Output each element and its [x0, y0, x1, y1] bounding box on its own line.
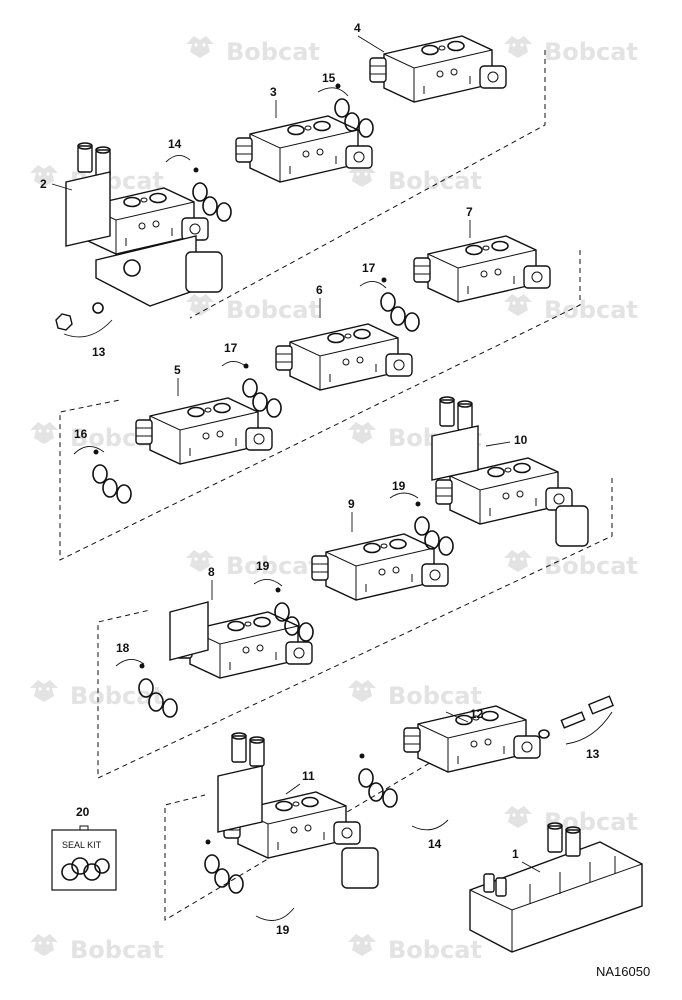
- callout-19: 19: [276, 923, 290, 937]
- bobcat-logo-icon: [348, 934, 376, 956]
- callout-17: 17: [362, 261, 376, 275]
- bobcat-logo-icon: [30, 934, 58, 956]
- callout-14: 14: [168, 137, 182, 151]
- valve-section-8: [169, 601, 313, 679]
- watermark-text: Bobcat: [226, 552, 320, 580]
- callout-17: 17: [224, 341, 238, 355]
- callout-1: 1: [512, 847, 519, 861]
- bobcat-logo-icon: [504, 294, 532, 316]
- callout-6: 6: [316, 283, 323, 297]
- leader-lines: [51, 35, 613, 921]
- watermark-text: Bobcat: [544, 552, 638, 580]
- bobcat-logo-icon: [504, 550, 532, 572]
- watermark-text: Bobcat: [544, 296, 638, 324]
- valve-section-10: [431, 396, 589, 547]
- callout-13: 13: [586, 747, 600, 761]
- valve-section-7: [413, 235, 551, 303]
- callout-19: 19: [256, 559, 270, 573]
- valve-inlet-section-2: [65, 142, 223, 307]
- complete-valve-assembly: [469, 822, 643, 953]
- seal-kit-box: 20 SEAL KIT: [51, 805, 117, 891]
- callout-11: 11: [302, 769, 315, 783]
- o-ring-set: [358, 752, 398, 808]
- valve-section-5: [135, 397, 273, 465]
- nut-and-washer: [55, 302, 104, 331]
- diagram-code: NA16050: [596, 964, 650, 979]
- bobcat-logo-icon: [504, 806, 532, 828]
- callout-10: 10: [514, 433, 528, 447]
- callout-15: 15: [322, 71, 336, 85]
- watermark-text: Bobcat: [388, 936, 482, 964]
- o-ring-set: [92, 448, 132, 504]
- bobcat-logo-icon: [504, 36, 532, 58]
- o-ring-set: [192, 166, 232, 222]
- callout-5: 5: [174, 363, 181, 377]
- o-ring-set: [380, 276, 420, 332]
- callout-12: 12: [470, 707, 484, 721]
- watermark-text: Bobcat: [70, 936, 164, 964]
- valve-section-9: [311, 533, 449, 601]
- bobcat-logo-icon: [186, 294, 214, 316]
- seal-kit-number: 20: [76, 805, 90, 819]
- callout-2: 2: [40, 177, 47, 191]
- callout-19: 19: [392, 479, 406, 493]
- callout-9: 9: [348, 497, 355, 511]
- callout-4: 4: [354, 21, 361, 35]
- valve-section-11: [217, 732, 379, 889]
- callout-3: 3: [270, 85, 277, 99]
- watermark-text: Bobcat: [388, 167, 482, 195]
- watermark-text: Bobcat: [226, 38, 320, 66]
- callout-8: 8: [208, 565, 215, 579]
- watermark-text: Bobcat: [388, 682, 482, 710]
- callout-13: 13: [92, 345, 106, 359]
- callout-18: 18: [116, 641, 130, 655]
- bobcat-logo-icon: [186, 36, 214, 58]
- watermark-text: Bobcat: [226, 296, 320, 324]
- callout-16: 16: [74, 427, 88, 441]
- valve-section-6: [275, 323, 413, 391]
- seal-kit-label: SEAL KIT: [62, 840, 102, 850]
- callout-7: 7: [466, 205, 473, 219]
- callout-14: 14: [428, 837, 442, 851]
- bobcat-logo-icon: [348, 680, 376, 702]
- callout-labels: 4 3 2 7 6 5 10 9 8 12 11 1 13 13 14 14 1…: [40, 21, 600, 937]
- watermark-text: Bobcat: [544, 38, 638, 66]
- bobcat-logo-icon: [30, 422, 58, 444]
- tie-rod-hardware: [538, 695, 614, 739]
- bobcat-logo-icon: [30, 680, 58, 702]
- bobcat-logo-icon: [348, 422, 376, 444]
- valve-section-4: [369, 35, 507, 103]
